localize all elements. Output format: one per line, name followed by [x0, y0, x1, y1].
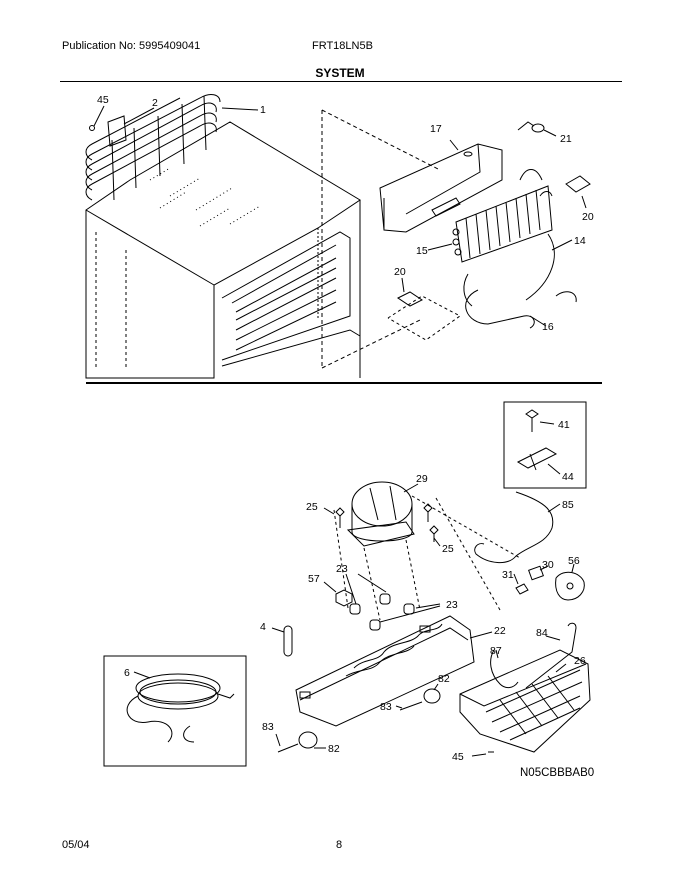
callout-45b: 45 [452, 751, 464, 763]
callout-82b: 82 [328, 743, 340, 755]
header-rule [60, 81, 622, 82]
callout-16: 16 [542, 321, 554, 333]
callout-82a: 82 [438, 673, 450, 685]
callout-25b: 25 [442, 543, 454, 555]
callout-20a: 20 [582, 211, 594, 223]
drain-pan [459, 649, 591, 753]
callout-57: 57 [308, 573, 320, 585]
callout-83a: 83 [380, 701, 392, 713]
callout-17: 17 [430, 123, 442, 135]
condenser-bracket [107, 115, 127, 147]
callout-1: 1 [260, 104, 266, 116]
evaporator [452, 169, 553, 263]
callouts-bottom: 41 44 29 85 25 25 56 30 31 57 23 23 4 22… [124, 419, 586, 763]
grommet-57 [335, 589, 353, 607]
evaporator-cover [379, 143, 503, 233]
footer-date: 05/04 [62, 839, 90, 851]
callout-2: 2 [152, 97, 158, 109]
drawing-code: N05CBBBAB0 [520, 767, 594, 779]
callout-44: 44 [562, 471, 574, 483]
callout-56: 56 [568, 555, 580, 567]
callout-22: 22 [494, 625, 506, 637]
callout-83b: 83 [262, 721, 274, 733]
pad-20-left [387, 291, 461, 341]
page-number: 8 [336, 839, 343, 851]
bolts-25 [335, 503, 439, 542]
callout-6: 6 [124, 667, 130, 679]
callout-31: 31 [502, 569, 514, 581]
inset-bracket-box [503, 401, 587, 489]
pad-20-right [565, 175, 591, 193]
callout-30: 30 [542, 559, 554, 571]
callout-23b: 23 [446, 599, 458, 611]
grommet-82-83 [277, 688, 441, 753]
condenser-coil [85, 94, 221, 201]
base-plate [295, 615, 475, 727]
inset-cord-box [103, 655, 247, 767]
callout-45: 45 [97, 94, 109, 106]
publication-number: Publication No: 5995409041 [62, 40, 201, 52]
callouts-top: 45 2 1 17 21 20 15 14 20 16 [97, 94, 594, 333]
callout-84: 84 [536, 627, 548, 639]
screw-45 [89, 125, 95, 131]
callout-41: 41 [558, 419, 570, 431]
callout-23a: 23 [336, 563, 348, 575]
callout-25a: 25 [306, 501, 318, 513]
power-cord [126, 673, 235, 743]
tube-84 [525, 622, 577, 689]
tube-85 [474, 491, 554, 563]
defrost-heater [463, 233, 577, 329]
part-4 [283, 625, 293, 657]
callout-14: 14 [574, 235, 586, 247]
callout-21: 21 [560, 133, 572, 145]
model-number: FRT18LN5B [312, 40, 373, 52]
cabinet-drawing [85, 121, 361, 379]
inset-bracket [516, 409, 558, 471]
grommets-23 [349, 593, 415, 631]
tube-clip [517, 121, 557, 137]
tube-87 [490, 649, 519, 689]
callout-29: 29 [416, 473, 428, 485]
callout-26: 26 [574, 655, 586, 667]
callout-20b: 20 [394, 266, 406, 278]
callout-15: 15 [416, 245, 428, 257]
relay-overload [515, 565, 585, 601]
callout-4: 4 [260, 621, 266, 633]
section-title: SYSTEM [315, 66, 365, 80]
callout-87: 87 [490, 645, 502, 657]
callout-85: 85 [562, 499, 574, 511]
compressor [346, 481, 415, 547]
